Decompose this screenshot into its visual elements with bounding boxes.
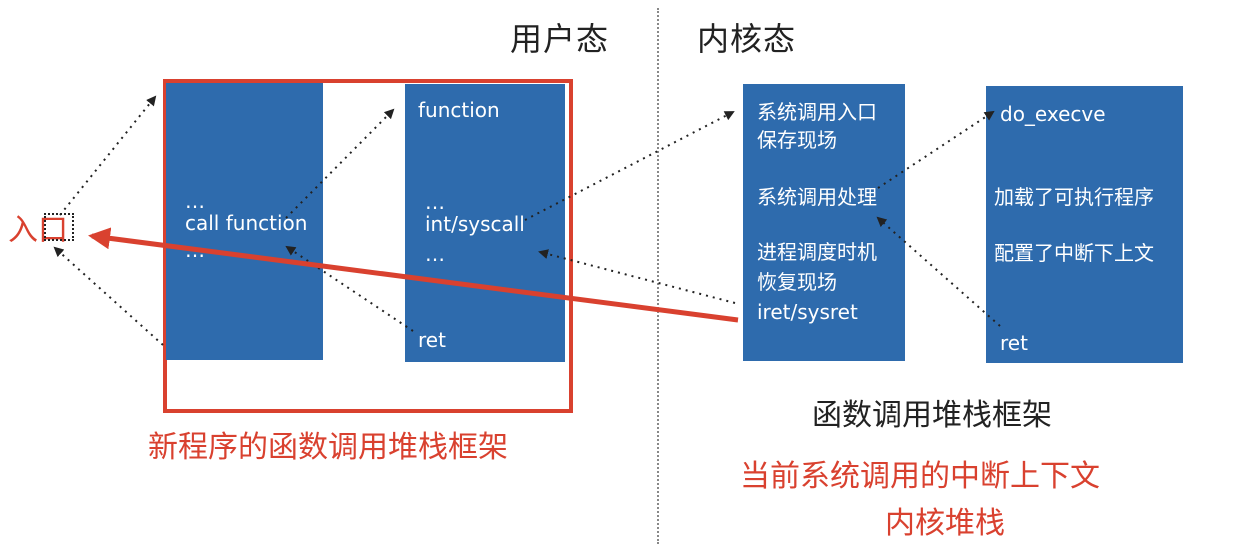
user-stack-block: … call function … [166,83,323,360]
restore-context-line: 恢复现场 [757,270,837,294]
int-syscall-line: int/syscall [425,212,525,236]
user-stack-line-1: … [185,189,205,213]
iret-sysret-line: iret/sysret [757,300,858,324]
user-kernel-divider [657,8,659,544]
function-ret: ret [418,328,446,352]
schedule-point-line: 进程调度时机 [757,240,877,264]
function-line-1: … [425,190,445,214]
arrow-user-bottom-to-entry [53,246,164,346]
call-frame-caption: 函数调用堆栈框架 [812,398,1052,433]
entry-label: 入口 [8,213,68,248]
kernel-stack-caption: 内核堆栈 [885,506,1005,541]
arrow-handle-to-execve [877,110,995,189]
arrow-entry-to-user-top [59,95,157,216]
arrow-ret-to-call [285,245,414,332]
execve-title: do_execve [1000,102,1106,126]
arrow-iret-to-user [538,249,736,304]
user-mode-label: 用户态 [510,20,610,58]
function-title: function [418,98,500,122]
entry-box [44,213,74,241]
function-line-3: … [425,242,445,266]
save-context-line: 保存现场 [757,128,837,152]
kernel-mode-label: 内核态 [697,20,797,58]
call-function-line: call function [185,211,308,235]
syscall-handle-line: 系统调用处理 [757,185,877,209]
function-block: function … int/syscall … ret [405,84,565,362]
arrow-syscall-to-kernel [524,111,735,221]
config-context-line: 配置了中断下上文 [994,241,1154,265]
arrow-return-to-entry [88,227,739,323]
new-program-caption: 新程序的函数调用堆栈框架 [148,430,508,465]
execve-block: do_execve 加载了可执行程序 配置了中断下上文 ret [986,86,1183,363]
current-syscall-caption: 当前系统调用的中断上下文 [740,459,1100,494]
arrow-call-to-function [285,108,395,219]
syscall-entry-line: 系统调用入口 [757,100,877,124]
execve-ret: ret [1000,331,1028,355]
arrow-execve-ret-to-handle [876,216,1001,327]
load-program-line: 加载了可执行程序 [994,185,1154,209]
